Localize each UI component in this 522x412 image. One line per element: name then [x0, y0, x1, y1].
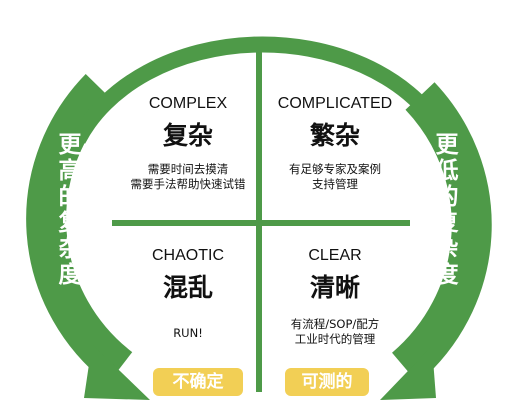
right-arc	[391, 82, 492, 384]
top-arc	[70, 36, 447, 144]
uncertain-badge: 不确定	[153, 368, 243, 396]
right-arrow-label: 更 低 的 复 杂 度	[435, 132, 459, 288]
complex-desc-line1: 需要时间去摸清	[147, 162, 229, 176]
left-arc	[26, 74, 133, 384]
left-arrowhead	[84, 344, 150, 400]
chaotic-desc-line1: RUN!	[173, 326, 203, 340]
measurable-badge: 可测的	[285, 368, 369, 396]
complicated-desc-line1: 有足够专家及案例	[289, 162, 381, 176]
clear-desc-line2: 工业时代的管理	[294, 332, 376, 346]
left-arrow-label: 更 高 的 复 杂 度	[58, 132, 82, 288]
horizontal-divider	[112, 220, 410, 226]
clear-cn: 清晰	[309, 273, 360, 302]
complex-cn: 复杂	[162, 121, 213, 150]
complicated-cn: 繁杂	[309, 121, 360, 150]
chaotic-cn: 混乱	[162, 273, 213, 302]
right-arrowhead	[380, 346, 436, 400]
complex-desc-line2: 需要手法帮助快速试错	[130, 177, 246, 191]
complicated-desc-line2: 支持管理	[312, 177, 358, 191]
clear-desc-line1: 有流程/SOP/配方	[290, 317, 380, 331]
complex-title: COMPLEX	[148, 95, 228, 112]
clear-title: CLEAR	[308, 247, 362, 264]
complicated-title: COMPLICATED	[277, 95, 393, 112]
chaotic-title: CHAOTIC	[152, 247, 224, 264]
